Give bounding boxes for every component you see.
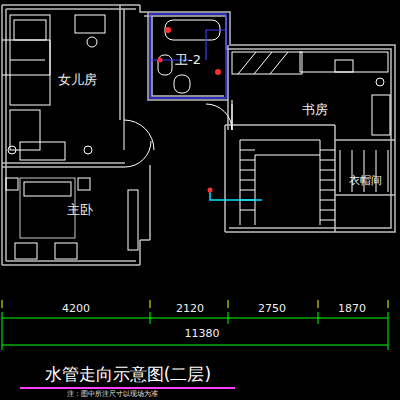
room-name: 书房 — [302, 103, 328, 117]
dimension-text: 4200 — [60, 303, 92, 315]
room-name: 衣帽间 — [349, 175, 382, 187]
room-name: 主卧 — [67, 203, 93, 217]
drawing-title: 水管走向示意图(二层) — [45, 365, 211, 384]
room-area: 书房 — [240, 80, 390, 140]
room-area: 女儿房 — [10, 40, 145, 120]
room-area: 衣帽间 — [336, 170, 394, 192]
dimension-text: 1870 — [336, 303, 368, 315]
note-text: 注：图中所注尺寸以现场为准 — [67, 391, 158, 399]
room-area: 卫-2 — [150, 40, 226, 80]
room-name: 女儿房 — [58, 73, 97, 87]
dimension-text: 11380 — [183, 328, 222, 340]
room-area: 主卧 — [50, 195, 110, 225]
dimension-text: 2120 — [174, 303, 206, 315]
dimension-text: 2750 — [256, 303, 288, 315]
room-name: 卫-2 — [175, 53, 201, 67]
